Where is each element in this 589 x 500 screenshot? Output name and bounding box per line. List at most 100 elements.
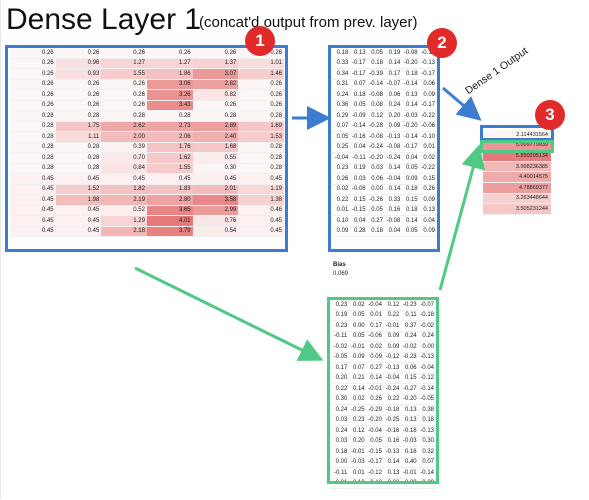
table-cell: -0.08 xyxy=(366,131,384,143)
table-cell: 0.04 xyxy=(383,226,402,237)
table-cell: 0.18 xyxy=(366,226,384,237)
table-cell: 1.38 xyxy=(238,194,284,206)
table-cell: 0.45 xyxy=(10,226,56,237)
table-cell: 0.19 xyxy=(383,48,402,59)
table-cell: -0.03 xyxy=(401,110,419,122)
table-cell: -0.18 xyxy=(417,310,435,321)
table-cell: 0.52 xyxy=(101,205,147,216)
table-cell: 1.52 xyxy=(55,184,102,195)
table-cell: 0.28 xyxy=(55,152,102,164)
table-row: 0.05-0.16-0.08-0.13-0.14-0.10 xyxy=(332,131,436,143)
table-row: 4.78869377 xyxy=(483,182,551,194)
table-row: 3.998236385 xyxy=(483,161,551,173)
table-cell: 0.06 xyxy=(366,173,384,185)
table-cell: -0.06 xyxy=(418,121,436,132)
table-cell: 0.26 xyxy=(55,89,102,101)
table-row: 4.40014575 xyxy=(483,171,551,183)
table-cell: -0.39 xyxy=(366,68,384,80)
table-cell: 0.14 xyxy=(401,215,419,227)
table-cell: 0.28 xyxy=(238,142,284,153)
table-cell: 0.23 xyxy=(332,163,350,174)
table-cell: 0.13 xyxy=(401,89,419,101)
table-cell: -0.05 xyxy=(417,394,435,405)
table-cell: 0.70 xyxy=(101,152,147,164)
table-cell: 0.25 xyxy=(332,142,350,153)
table-cell: 0.26 xyxy=(238,79,284,90)
table-cell: 0.28 xyxy=(238,152,284,164)
table-cell: 0.32 xyxy=(417,446,435,458)
table-cell: 0.39 xyxy=(101,142,147,153)
table-cell: -0.25 xyxy=(348,404,366,416)
table-cell: 0.14 xyxy=(401,100,419,111)
table-cell: -0.03 xyxy=(400,436,418,447)
table-cell: 0.18 xyxy=(332,48,350,59)
table-cell: 3.65 xyxy=(146,205,193,216)
table-cell: 0.23 xyxy=(331,320,349,332)
table-cell: 0.05 xyxy=(348,331,366,342)
table-cell: -0.01 xyxy=(348,446,366,458)
table-cell: 0.26 xyxy=(418,184,436,195)
table-cell: -0.13 xyxy=(418,58,436,69)
table-cell: -0.13 xyxy=(383,131,402,143)
table-cell: 0.12 xyxy=(382,300,401,311)
table-cell: 0.45 xyxy=(192,173,239,185)
table-row: 3.263448644 xyxy=(483,193,551,205)
table-cell: 0.03 xyxy=(366,163,384,174)
table-cell: -0.14 xyxy=(349,121,367,132)
table-cell: -0.09 xyxy=(349,110,367,122)
table-cell: 0.00 xyxy=(348,320,366,332)
table-cell: 0.27 xyxy=(365,362,383,374)
table-cell: 3.26 xyxy=(146,89,193,101)
table-cell: -0.10 xyxy=(418,131,436,143)
table-cell: 2.80 xyxy=(146,194,193,206)
table-cell: 0.20 xyxy=(383,110,402,122)
table-cell: 0.28 xyxy=(55,142,102,153)
dense-output-value: 3.505231244 xyxy=(483,203,551,215)
callout-badge-1: 1 xyxy=(245,26,275,56)
table-cell: 0.20 xyxy=(348,436,366,447)
table-cell: 4.01 xyxy=(146,215,193,227)
table-cell: 0.26 xyxy=(192,48,239,59)
table-cell: 0.13 xyxy=(418,205,436,216)
table-cell: -0.17 xyxy=(349,58,367,69)
table-cell: 0.24 xyxy=(400,331,418,342)
table-cell: 0.40 xyxy=(400,457,418,468)
table-cell: 0.33 xyxy=(383,194,402,206)
table-cell: 0.21 xyxy=(348,373,366,384)
table-cell: -0.17 xyxy=(418,48,436,59)
table-cell: 0.12 xyxy=(366,110,384,122)
table-cell: 0.24 xyxy=(332,89,350,101)
table-cell: 0.12 xyxy=(348,425,366,437)
table-cell: -0.14 xyxy=(417,467,435,479)
table-cell: -0.28 xyxy=(366,121,384,132)
table-cell: 0.26 xyxy=(238,89,284,101)
table-cell: -0.20 xyxy=(365,415,383,426)
table-cell: 1.62 xyxy=(146,152,193,164)
table-cell: -0.17 xyxy=(418,100,436,111)
table-cell: 0.22 xyxy=(331,383,349,395)
table-cell: 0.09 xyxy=(418,194,436,206)
table-cell: -0.06 xyxy=(365,331,383,342)
table-cell: 0.26 xyxy=(10,58,56,69)
table-cell: 0.05 xyxy=(366,48,384,59)
table-cell: -0.11 xyxy=(349,152,367,164)
table-cell: -0.17 xyxy=(349,68,367,80)
table-cell: 0.26 xyxy=(55,79,102,90)
table-cell: 0.18 xyxy=(401,184,419,195)
table-cell: 0.15 xyxy=(400,373,418,384)
table-cell: 0.05 xyxy=(332,131,350,143)
